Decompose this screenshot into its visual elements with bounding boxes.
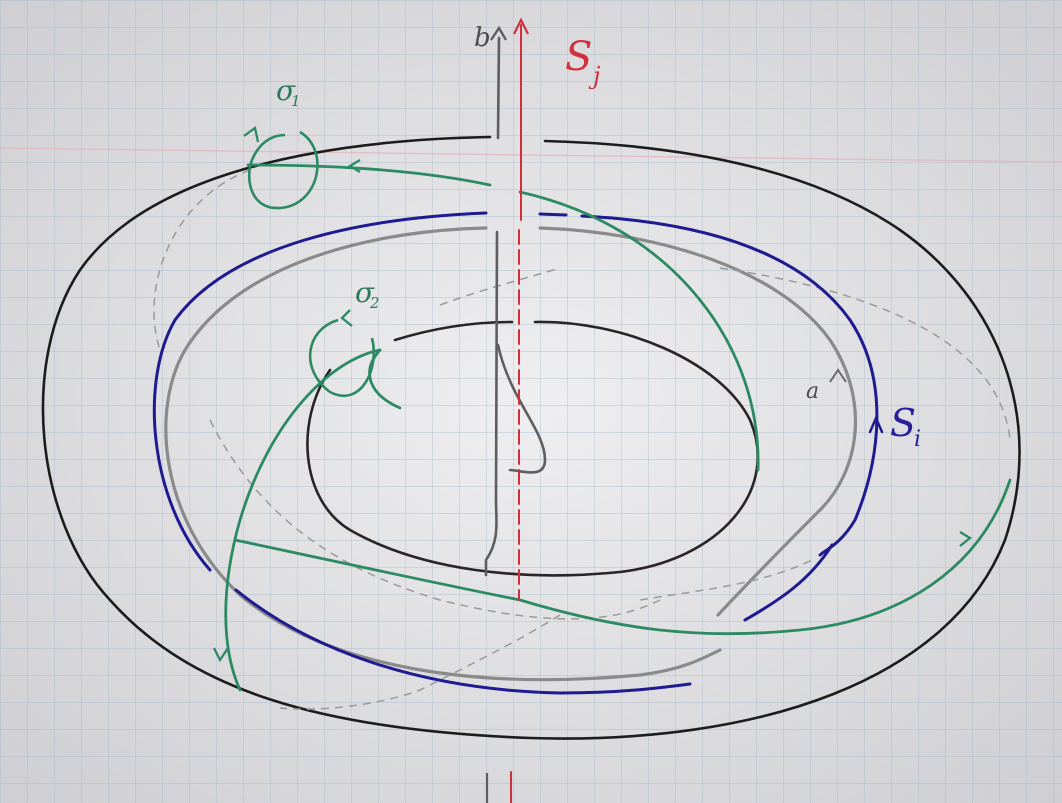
label-s-j: S <box>565 34 592 80</box>
label-s-i: S <box>890 401 916 445</box>
label-a: a <box>806 379 819 404</box>
label-sigma1-subscript: 1 <box>291 92 301 110</box>
label-b: b <box>474 23 491 53</box>
label-sigma2-subscript: 2 <box>369 294 380 312</box>
label-s-i-subscript: i <box>914 427 921 452</box>
